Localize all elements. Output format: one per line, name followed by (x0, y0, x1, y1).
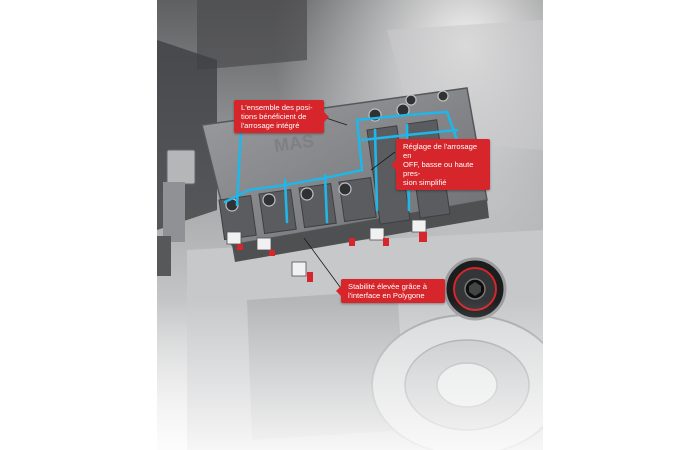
callout-text: Stabilité élevée grâce à l'interface en … (348, 282, 427, 300)
product-illustration: MAS (157, 0, 543, 450)
callout-integrated-coolant: L'ensemble des posi- tions bénéficient d… (234, 100, 329, 133)
machine-render: MAS (157, 0, 543, 450)
callout-polygon-stability: Stabilité élevée grâce à l'interface en … (336, 279, 445, 303)
cutting-inserts (226, 219, 427, 277)
callout-coolant-adjustment: Réglage de l'arrosage en OFF, basse ou h… (391, 139, 490, 190)
spindle (166, 149, 196, 185)
callout-text: Réglage de l'arrosage en OFF, basse ou h… (403, 142, 478, 187)
red-insert-tips (237, 232, 427, 282)
callout-text: L'ensemble des posi- tions bénéficient d… (241, 103, 313, 130)
